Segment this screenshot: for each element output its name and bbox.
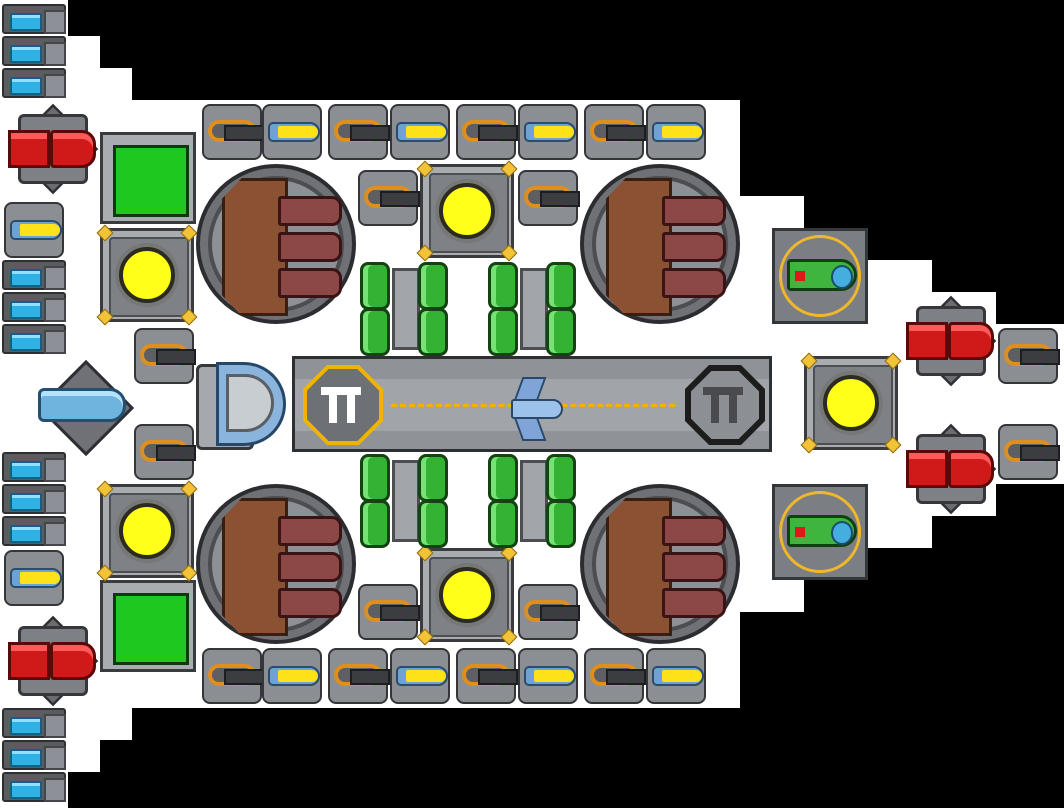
thruster-icon[interactable] (4, 100, 99, 195)
missile-icon[interactable] (262, 104, 322, 160)
drone-icon[interactable] (772, 484, 868, 580)
gun-icon[interactable] (584, 104, 646, 160)
thruster-icon[interactable] (902, 420, 997, 515)
battery-icon[interactable] (2, 452, 66, 482)
drone-icon[interactable] (772, 228, 868, 324)
fighter-ship-icon[interactable] (505, 377, 563, 441)
gun-icon[interactable] (358, 584, 420, 640)
battery-icon[interactable] (2, 708, 66, 738)
gun-icon[interactable] (456, 104, 518, 160)
missile-icon[interactable] (646, 104, 706, 160)
battery-icon[interactable] (2, 516, 66, 546)
gun-icon[interactable] (518, 584, 580, 640)
cargo-icon[interactable] (100, 132, 196, 224)
thruster-icon[interactable] (4, 612, 99, 707)
missile-icon[interactable] (4, 550, 64, 606)
gun-icon[interactable] (202, 648, 264, 704)
turret-icon[interactable] (580, 164, 740, 324)
battery-icon[interactable] (2, 36, 66, 66)
gun-icon[interactable] (328, 648, 390, 704)
gun-icon[interactable] (518, 170, 580, 226)
gun-icon[interactable] (456, 648, 518, 704)
battery-icon[interactable] (2, 484, 66, 514)
gun-icon[interactable] (998, 328, 1060, 384)
gun-icon[interactable] (134, 424, 196, 480)
crystal-icon[interactable] (484, 452, 580, 548)
crystal-icon[interactable] (356, 260, 452, 356)
gun-icon[interactable] (328, 104, 390, 160)
battery-icon[interactable] (2, 740, 66, 770)
battery-icon[interactable] (2, 772, 66, 802)
missile-icon[interactable] (390, 104, 450, 160)
gun-icon[interactable] (202, 104, 264, 160)
battery-icon[interactable] (2, 68, 66, 98)
turret-icon[interactable] (196, 484, 356, 644)
missile-icon[interactable] (646, 648, 706, 704)
missile-icon[interactable] (4, 202, 64, 258)
cargo-icon[interactable] (100, 580, 196, 672)
generator-icon[interactable] (416, 544, 518, 646)
missile-icon[interactable] (390, 648, 450, 704)
battery-icon[interactable] (2, 260, 66, 290)
engine-icon[interactable] (37, 359, 135, 457)
crystal-icon[interactable] (484, 260, 580, 356)
gun-icon[interactable] (134, 328, 196, 384)
thruster-icon[interactable] (902, 292, 997, 387)
gun-icon[interactable] (998, 424, 1060, 480)
generator-icon[interactable] (800, 352, 902, 454)
turret-icon[interactable] (580, 484, 740, 644)
missile-icon[interactable] (518, 104, 578, 160)
crystal-icon[interactable] (356, 452, 452, 548)
generator-icon[interactable] (416, 160, 518, 262)
gun-icon[interactable] (358, 170, 420, 226)
hangar-icon[interactable] (292, 356, 772, 452)
generator-icon[interactable] (96, 480, 198, 582)
generator-icon[interactable] (96, 224, 198, 326)
turret-icon[interactable] (196, 164, 356, 324)
battery-icon[interactable] (2, 324, 66, 354)
missile-icon[interactable] (262, 648, 322, 704)
missile-icon[interactable] (518, 648, 578, 704)
battery-icon[interactable] (2, 292, 66, 322)
gun-icon[interactable] (584, 648, 646, 704)
battery-icon[interactable] (2, 4, 66, 34)
bridge-icon[interactable] (196, 358, 288, 450)
